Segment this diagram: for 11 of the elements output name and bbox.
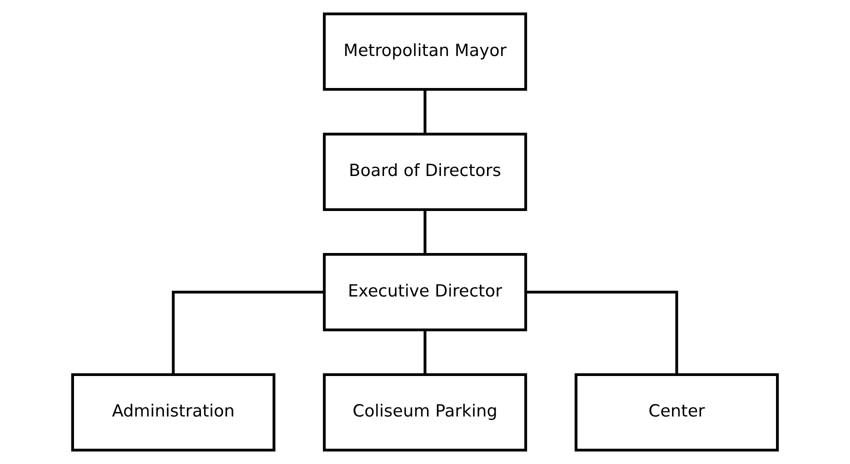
connector xyxy=(526,290,678,374)
connector xyxy=(424,90,426,134)
node-box: Center xyxy=(574,373,779,452)
connector xyxy=(424,210,426,254)
node-box: Executive Director xyxy=(322,252,528,332)
node-box: Metropolitan Mayor xyxy=(322,12,528,91)
connector xyxy=(172,290,324,374)
node-box: Coliseum Parking xyxy=(322,373,528,452)
connector xyxy=(424,330,426,375)
node-box: Board of Directors xyxy=(322,132,528,212)
node-box: Administration xyxy=(71,373,276,452)
